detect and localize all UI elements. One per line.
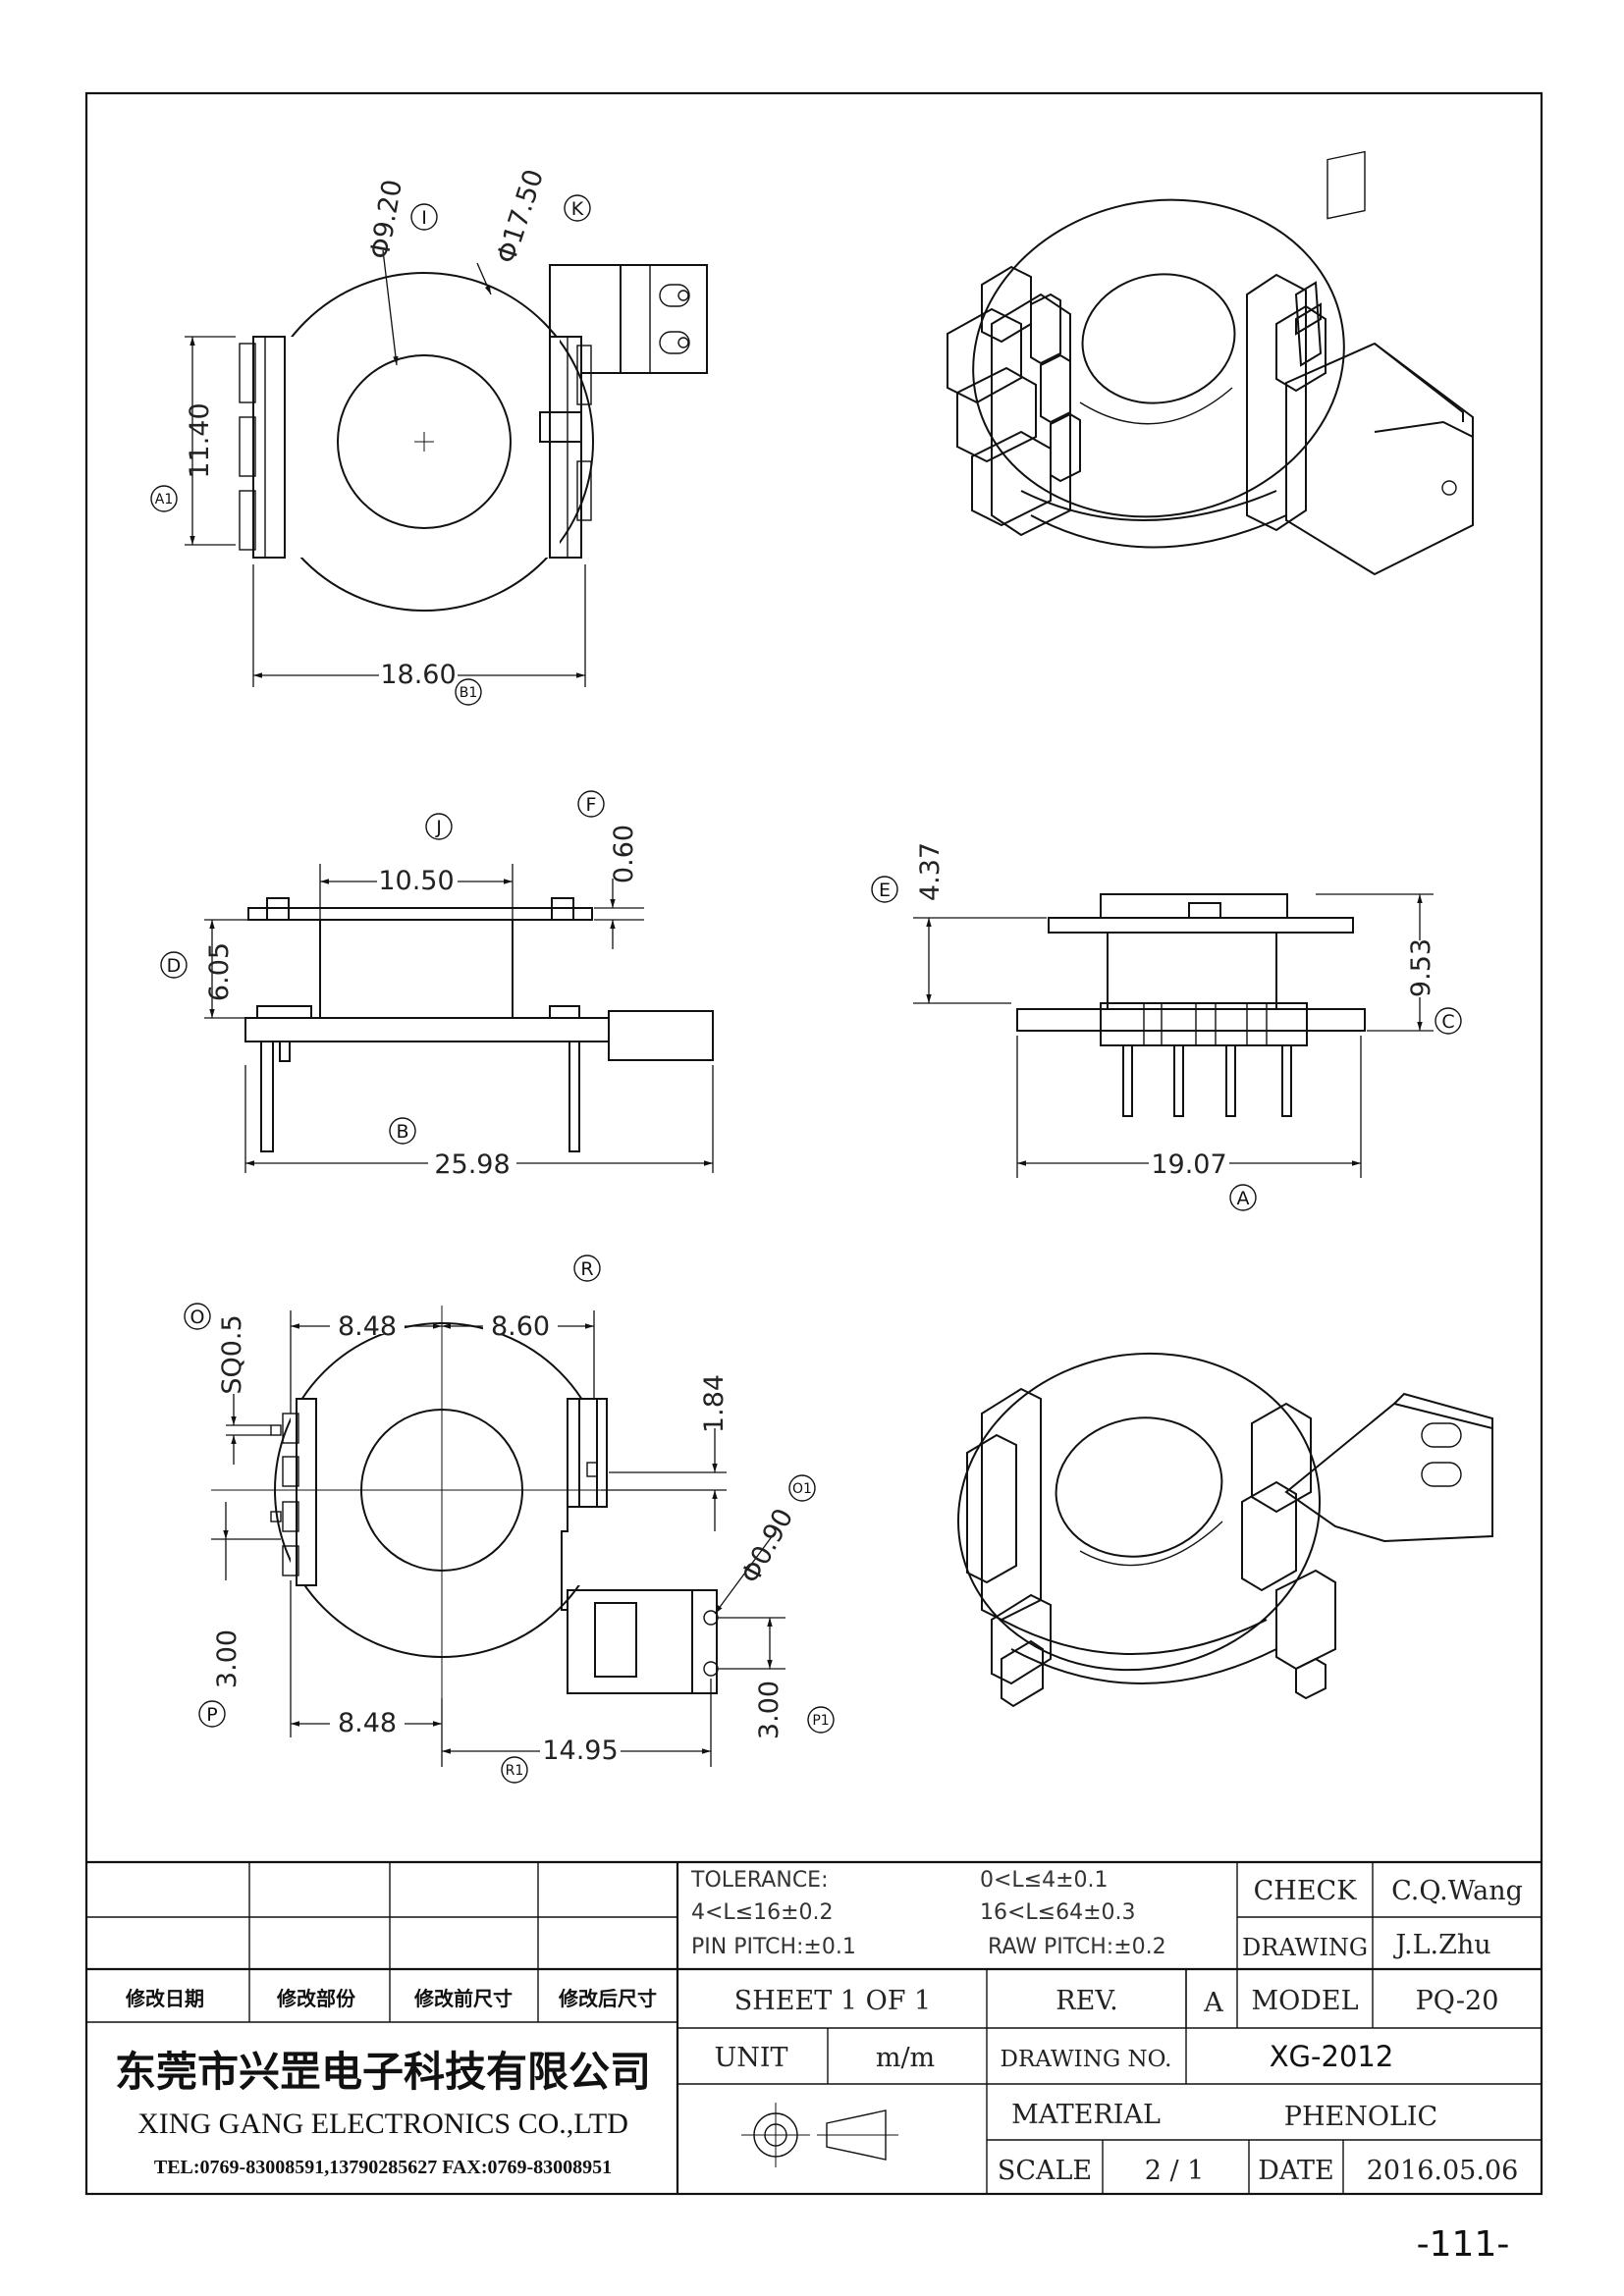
rev-header-date: 修改日期 xyxy=(125,1987,204,2010)
rev-label: REV. xyxy=(1056,1986,1117,2016)
company-name-en: XING GANG ELECTRONICS CO.,LTD xyxy=(137,2108,628,2140)
balloon-K: K xyxy=(571,198,584,220)
top-height-dimension: 4.37 xyxy=(915,842,946,901)
rev-header-after: 修改后尺寸 xyxy=(558,1987,657,2010)
tolerance-range-3: 16<L≤64±0.3 xyxy=(980,1900,1136,1925)
unit-label: UNIT xyxy=(714,2043,787,2073)
drawing-frame xyxy=(84,91,1543,2196)
balloon-R1: R1 xyxy=(506,1763,524,1779)
tolerance-range-2: 4<L≤16±0.2 xyxy=(691,1900,834,1925)
company-name-cn: 东莞市兴罡电子科技有限公司 xyxy=(115,2048,651,2096)
date-label: DATE xyxy=(1258,2156,1333,2186)
sheet-label: SHEET 1 OF 1 xyxy=(734,1986,931,2016)
balloon-O: O xyxy=(190,1307,205,1328)
body-height-dimension: 6.05 xyxy=(204,942,235,1001)
drawing-by-label: DRAWING xyxy=(1242,1934,1368,1961)
balloon-I: I xyxy=(421,207,427,229)
span-dimension: 14.95 xyxy=(542,1735,618,1766)
pin-pitch-tolerance: PIN PITCH:±0.1 xyxy=(691,1935,856,1959)
balloon-A1: A1 xyxy=(155,492,173,507)
rev-value: A xyxy=(1203,1988,1223,2018)
height-dimension: 11.40 xyxy=(185,402,215,478)
bottom-view: 8.48 8.60 R O SQ0.5 1.84 O1 Φ0.90 3.00 P xyxy=(184,1255,835,1784)
drawing-no-label: DRAWING NO. xyxy=(1001,2047,1172,2072)
date-value: 2016.05.06 xyxy=(1367,2156,1519,2186)
pin-pitch-right-dimension: 3.00 xyxy=(754,1681,785,1739)
drawing-no-value: XG-2012 xyxy=(1270,2040,1394,2073)
bottom-left-dimension: 8.48 xyxy=(338,1708,397,1738)
material-label: MATERIAL xyxy=(1011,2100,1161,2130)
bottom-right-half-dimension: 8.60 xyxy=(491,1311,550,1342)
unit-value: m/m xyxy=(876,2043,935,2073)
width-dimension-side: 19.07 xyxy=(1151,1149,1226,1180)
isometric-view-top xyxy=(947,150,1474,576)
check-value: C.Q.Wang xyxy=(1391,1876,1523,1906)
overall-length-dimension: 25.98 xyxy=(434,1149,510,1180)
balloon-E: E xyxy=(879,880,891,901)
pin-pitch-left-dimension: 3.00 xyxy=(212,1629,243,1688)
balloon-F: F xyxy=(586,794,597,816)
hole-diameter-dimension: Φ0.90 xyxy=(735,1504,800,1588)
title-block: TOLERANCE: 0<L≤4±0.1 4<L≤16±0.2 16<L≤64±… xyxy=(86,1860,1542,2194)
balloon-A: A xyxy=(1237,1188,1250,1209)
raw-pitch-tolerance: RAW PITCH:±0.2 xyxy=(988,1935,1166,1959)
front-view: 10.50 J F 0.60 6.05 D 25.98 B xyxy=(160,790,714,1180)
projection-symbol-icon xyxy=(741,2103,898,2167)
flange-thickness-dimension: 0.60 xyxy=(609,825,639,883)
top-view: Φ9.20 Φ17.50 I K 11.40 A1 18.60 B1 xyxy=(150,166,708,706)
balloon-O1: O1 xyxy=(792,1481,812,1497)
balloon-C: C xyxy=(1441,1011,1454,1033)
width-dimension: 18.60 xyxy=(380,660,456,690)
scale-value: 2 / 1 xyxy=(1145,2156,1205,2186)
model-label: MODEL xyxy=(1251,1986,1358,2016)
balloon-D: D xyxy=(167,955,182,977)
scale-label: SCALE xyxy=(998,2156,1092,2186)
outer-diameter-label: Φ17.50 xyxy=(491,166,550,267)
bottom-left-half-dimension: 8.48 xyxy=(338,1311,397,1342)
balloon-J: J xyxy=(435,817,442,838)
tolerance-range-1: 0<L≤4±0.1 xyxy=(980,1868,1109,1893)
inner-diameter-label: Φ9.20 xyxy=(364,178,408,262)
rev-header-before: 修改前尺寸 xyxy=(413,1987,513,2010)
isometric-view-bottom xyxy=(957,1352,1493,1708)
balloon-B1: B1 xyxy=(460,685,478,701)
company-contact: TEL:0769-83008591,13790285627 FAX:0769-8… xyxy=(154,2157,612,2178)
check-label: CHECK xyxy=(1254,1876,1358,1906)
balloon-P: P xyxy=(206,1704,217,1726)
drawing-by-value: J.L.Zhu xyxy=(1392,1930,1490,1960)
offset-dimension: 1.84 xyxy=(699,1374,730,1433)
total-height-dimension: 9.53 xyxy=(1406,938,1436,997)
balloon-R: R xyxy=(580,1258,593,1280)
side-view: 4.37 E 9.53 C 19.07 A xyxy=(871,842,1462,1211)
tolerance-title: TOLERANCE: xyxy=(690,1868,829,1893)
material-value: PHENOLIC xyxy=(1284,2102,1437,2132)
model-value: PQ-20 xyxy=(1416,1986,1499,2016)
page-number: -111- xyxy=(1417,2224,1510,2265)
rev-header-part: 修改部份 xyxy=(276,1987,356,2010)
pin-size-dimension: SQ0.5 xyxy=(217,1314,247,1394)
balloon-P1: P1 xyxy=(812,1713,829,1729)
balloon-B: B xyxy=(396,1121,408,1143)
flange-gap-dimension: 10.50 xyxy=(378,866,454,896)
